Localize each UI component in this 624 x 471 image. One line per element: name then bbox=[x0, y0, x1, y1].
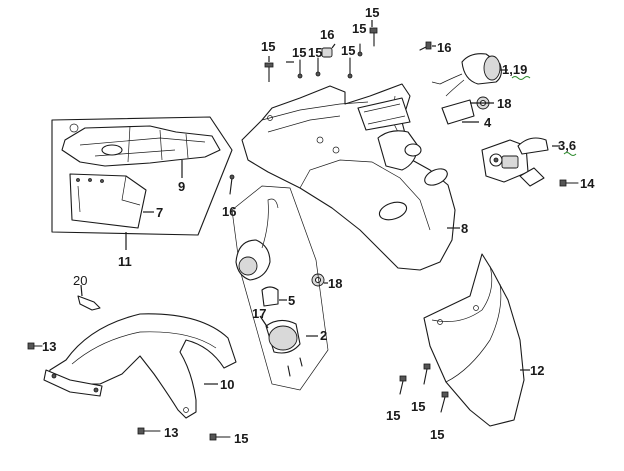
callout-17: 17 bbox=[252, 306, 266, 321]
callout-5: 5 bbox=[288, 293, 295, 308]
callout-9: 9 bbox=[178, 179, 185, 194]
component-group-3-6 bbox=[481, 137, 560, 187]
component-part-6 bbox=[517, 137, 549, 155]
callout-3-6: 3,6 bbox=[558, 138, 576, 153]
callout-20: 20 bbox=[73, 273, 87, 288]
bracket-assembly-group bbox=[51, 116, 233, 250]
bracket-part-9 bbox=[61, 125, 221, 167]
rear-fender-group bbox=[241, 83, 479, 271]
bolt-16-b bbox=[419, 41, 432, 51]
callout-15-f: 15 bbox=[365, 5, 379, 20]
callout-15-b: 15 bbox=[292, 45, 306, 60]
callout-15-c: 15 bbox=[308, 45, 322, 60]
callout-15-g: 15 bbox=[234, 431, 248, 446]
callout-labels: 1,19 2 3,6 4 5 7 8 9 10 11 12 13 13 14 1… bbox=[42, 5, 595, 446]
lamp-assembly-group bbox=[231, 185, 329, 391]
bulb-part-5 bbox=[261, 286, 279, 307]
callout-1-19: 1,19 bbox=[502, 62, 527, 77]
screw-15-e bbox=[357, 43, 363, 57]
callout-4: 4 bbox=[484, 115, 492, 130]
screw-15-a bbox=[264, 62, 274, 82]
screw-15-h bbox=[399, 375, 407, 395]
callout-15-d: 15 bbox=[341, 43, 355, 58]
screw-15-b bbox=[297, 59, 303, 79]
mud-guard-group bbox=[423, 253, 530, 427]
clip-part-20 bbox=[77, 284, 101, 311]
callout-15-e: 15 bbox=[352, 21, 366, 36]
front-fender-group bbox=[43, 313, 237, 419]
callout-10: 10 bbox=[220, 377, 234, 392]
assembly-outline bbox=[51, 116, 233, 236]
callout-7: 7 bbox=[156, 205, 163, 220]
callout-12: 12 bbox=[530, 363, 544, 378]
fasteners-group bbox=[27, 20, 579, 441]
callout-8: 8 bbox=[461, 221, 468, 236]
cover-plate-7 bbox=[69, 173, 147, 229]
reflector-part-4 bbox=[441, 99, 475, 125]
screw-13-b bbox=[137, 427, 161, 435]
callout-16-a: 16 bbox=[320, 27, 334, 42]
screw-13-a bbox=[27, 342, 43, 350]
mud-guard-part-12 bbox=[423, 253, 525, 427]
screw-15-i bbox=[423, 363, 431, 385]
callout-18-a: 18 bbox=[497, 96, 511, 111]
callout-16-b: 16 bbox=[437, 40, 451, 55]
callout-15-a: 15 bbox=[261, 39, 275, 54]
license-bracket bbox=[357, 97, 411, 131]
callout-15-i: 15 bbox=[411, 399, 425, 414]
callout-16-c: 16 bbox=[222, 204, 236, 219]
callout-11: 11 bbox=[118, 254, 132, 269]
front-fender-part-10 bbox=[47, 313, 237, 419]
nut-16-a bbox=[321, 47, 333, 58]
rear-fender-part-8 bbox=[241, 83, 456, 271]
callout-2: 2 bbox=[320, 328, 327, 343]
callout-18-b: 18 bbox=[328, 276, 342, 291]
screw-15-j bbox=[440, 391, 449, 413]
callout-15-j: 15 bbox=[430, 427, 444, 442]
screw-15-c bbox=[315, 57, 321, 77]
screw-15-f bbox=[369, 27, 378, 47]
bolt-16-c bbox=[229, 174, 235, 195]
callout-14: 14 bbox=[580, 176, 595, 191]
screw-15-g bbox=[209, 433, 231, 441]
light-unit-group bbox=[431, 53, 508, 97]
callout-13-bottom: 13 bbox=[164, 425, 178, 440]
screw-15-d bbox=[347, 57, 353, 79]
lamp-assembly-outline bbox=[231, 185, 329, 391]
callout-15-h: 15 bbox=[386, 408, 400, 423]
screw-14 bbox=[559, 179, 579, 187]
callout-13-left: 13 bbox=[42, 339, 56, 354]
